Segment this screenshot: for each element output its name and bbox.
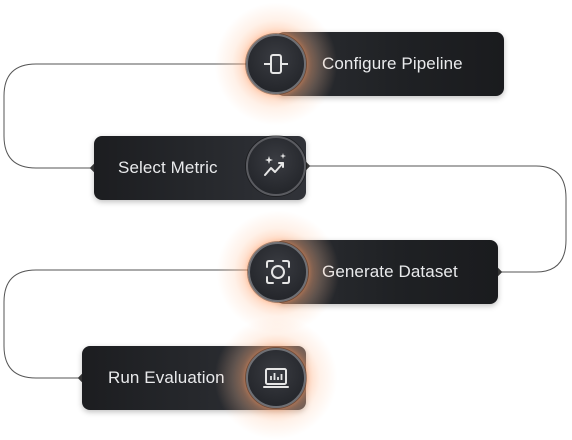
step-label: Configure Pipeline xyxy=(322,54,463,73)
connector-dataset-evaluate xyxy=(3,269,248,379)
pipeline-node-icon xyxy=(264,54,288,74)
step-label: Select Metric xyxy=(118,158,218,177)
connector-configure-metric xyxy=(3,63,246,169)
monitor-bars-icon xyxy=(263,368,289,388)
step-node-dataset xyxy=(248,242,308,302)
step-label: Run Evaluation xyxy=(108,368,225,387)
sparkle-chart-icon xyxy=(264,153,286,176)
step-label: Generate Dataset xyxy=(322,262,458,281)
step-node-configure xyxy=(246,34,306,94)
scan-focus-icon xyxy=(266,260,290,284)
step-node-evaluate xyxy=(246,348,306,408)
connector-metric-dataset xyxy=(306,165,567,273)
step-node-metric xyxy=(246,136,306,196)
